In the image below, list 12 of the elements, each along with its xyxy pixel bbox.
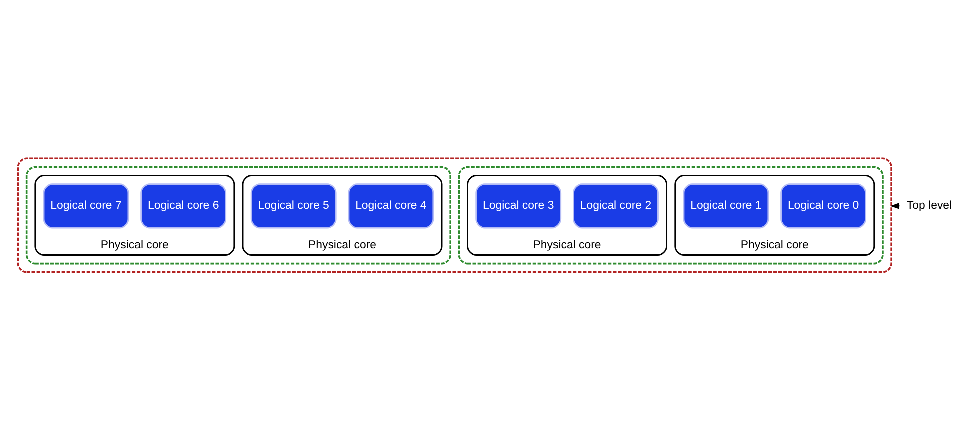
cluster (26, 166, 452, 264)
node-box: Logical core 7 (43, 183, 130, 228)
node-box: Logical core 1 (683, 183, 770, 228)
node-box: Logical core 4 (348, 183, 434, 228)
cluster (17, 157, 892, 273)
node-text: Top level (906, 199, 952, 212)
node-box: Logical core 0 (780, 183, 866, 228)
cluster (458, 166, 884, 264)
node-box: Logical core 3 (476, 183, 562, 228)
node-box: Logical core 2 (573, 183, 659, 228)
node-box: Logical core 6 (140, 183, 227, 228)
node-box: Logical core 5 (250, 183, 337, 228)
